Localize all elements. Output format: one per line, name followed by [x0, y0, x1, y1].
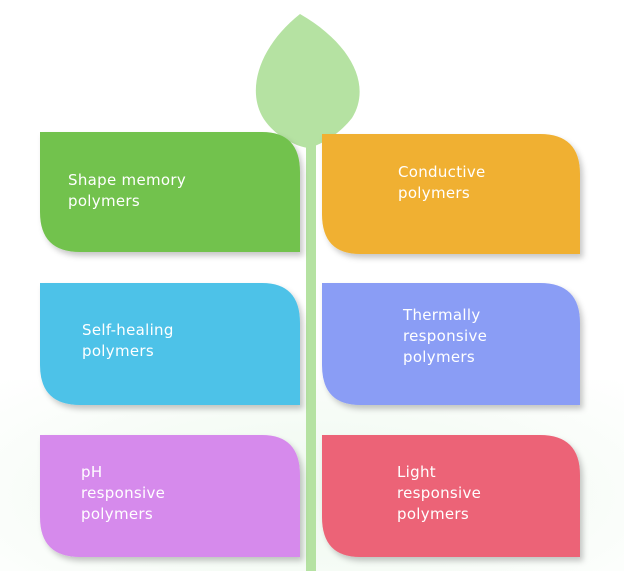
label-line: Shape memory: [68, 171, 187, 189]
plant-stem: [306, 128, 316, 571]
label-light-responsive: Light responsive polymers: [397, 462, 481, 525]
label-line: polymers: [68, 192, 140, 210]
leaf-self-healing: [40, 283, 300, 405]
label-line: pH: [81, 463, 103, 481]
label-line: Light: [397, 463, 436, 481]
label-self-healing: Self-healing polymers: [82, 320, 174, 362]
label-line: polymers: [397, 505, 469, 523]
leaf-thermally-responsive: [322, 283, 580, 405]
label-line: Self-healing: [82, 321, 174, 339]
label-line: polymers: [81, 505, 153, 523]
label-ph-responsive: pH responsive polymers: [81, 462, 165, 525]
top-leaf: [255, 14, 360, 148]
label-line: Thermally: [403, 306, 481, 324]
label-line: responsive: [397, 484, 482, 502]
label-line: polymers: [403, 348, 475, 366]
leaf-ph-responsive: [40, 435, 300, 557]
label-shape-memory: Shape memory polymers: [68, 170, 186, 212]
label-line: polymers: [398, 184, 470, 202]
label-thermally-responsive: Thermally responsive polymers: [403, 305, 487, 368]
label-line: polymers: [82, 342, 154, 360]
label-line: responsive: [81, 484, 166, 502]
leaf-conductive: [322, 134, 580, 254]
label-line: Conductive: [398, 163, 486, 181]
leaf-light-responsive: [322, 435, 580, 557]
label-conductive: Conductive polymers: [398, 162, 486, 204]
leaf-shape-memory: [40, 132, 300, 252]
label-line: responsive: [403, 327, 488, 345]
